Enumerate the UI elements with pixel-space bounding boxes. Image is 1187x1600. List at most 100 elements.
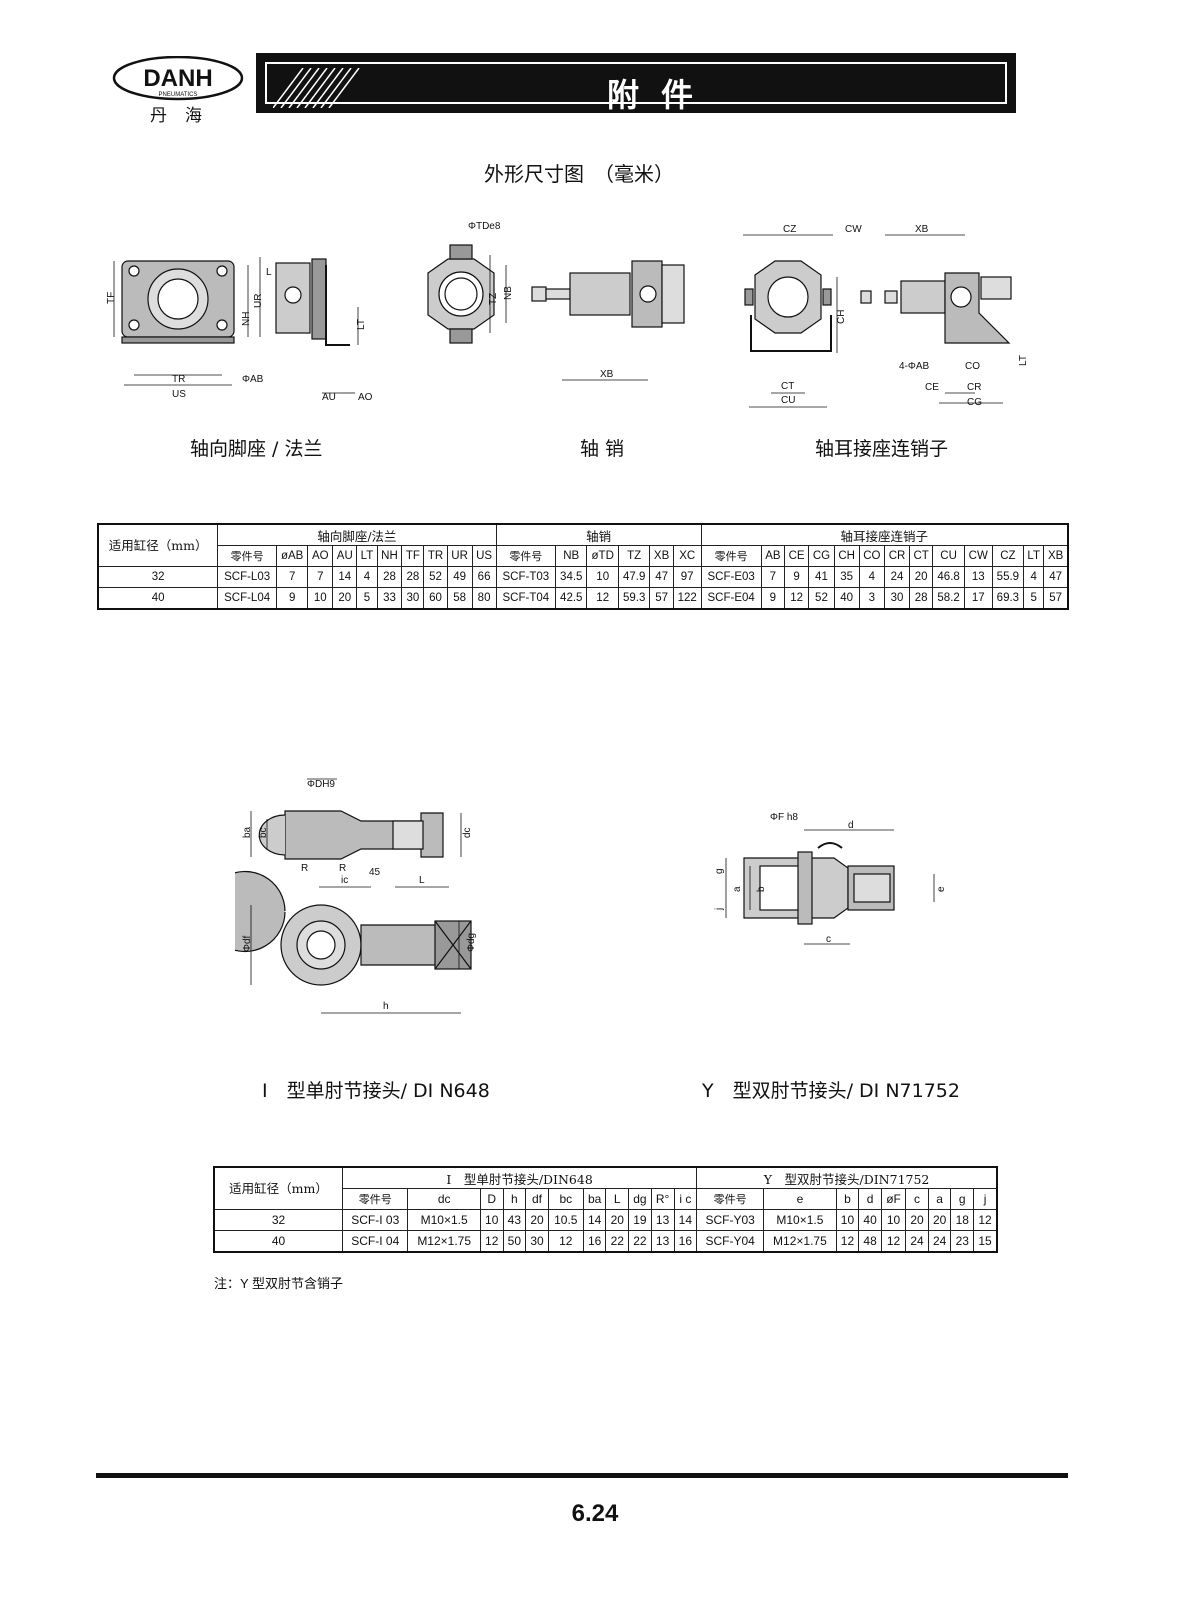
t2-col: ba: [582, 1188, 607, 1210]
table-cell: 19: [628, 1209, 652, 1231]
t2-col: bc: [547, 1188, 584, 1210]
table-cell: 10.5: [547, 1209, 584, 1231]
table-cell: 3: [858, 587, 886, 610]
table-cell: 16: [673, 1230, 698, 1253]
table-cell: 69.3: [991, 587, 1025, 610]
brand-cn: 丹海: [150, 106, 220, 126]
label-df: Φdf: [242, 935, 253, 952]
t2-bore-header: 适用缸径（mm）: [213, 1166, 344, 1210]
table-cell: 50: [502, 1230, 527, 1253]
t2-col: a: [927, 1188, 952, 1210]
t2-col: i c: [673, 1188, 698, 1210]
title-banner: 附件: [256, 53, 1016, 114]
spec-table-1: 适用缸径（mm） 轴向脚座/法兰 轴销 轴耳接座连销子 零件号 øAB AO A…: [97, 523, 1069, 610]
t1-group-flange: 轴向脚座/法兰: [217, 523, 497, 546]
label-nh: NH: [241, 312, 252, 326]
t2-col: dc: [407, 1188, 481, 1210]
label-tf: TF: [106, 292, 117, 304]
table-cell: 7: [275, 566, 309, 588]
t1-col: TF: [401, 545, 425, 567]
table-cell: 66: [471, 566, 497, 588]
t1-col: CT: [908, 545, 934, 567]
table-cell: 22: [605, 1230, 630, 1253]
table-cell: SCF-Y03: [696, 1209, 765, 1231]
caption-pin: 轴 销: [580, 438, 625, 460]
table-cell: 20: [525, 1209, 549, 1231]
t1-col: AO: [307, 545, 334, 567]
label-dg: Φdg: [466, 933, 477, 952]
table-cell: 52: [808, 587, 835, 610]
label-g: g: [714, 868, 725, 874]
table-cell: 9: [784, 566, 810, 588]
t1-col: CO: [858, 545, 886, 567]
table-cell: 12: [586, 587, 619, 610]
caption-clevis: 轴耳接座连销子: [815, 438, 949, 460]
t2-col: h: [502, 1188, 527, 1210]
t2-group-y: Y 型双肘节接头/DIN71752: [696, 1166, 998, 1189]
spec-table-2: 适用缸径（mm） I 型单肘节接头/DIN648 Y 型双肘节接头/DIN717…: [213, 1166, 998, 1253]
t1-col: US: [471, 545, 497, 567]
t2-col: øF: [880, 1188, 907, 1210]
label-j: j: [714, 908, 725, 911]
t1-col: CU: [932, 545, 965, 567]
table-cell: 20: [908, 566, 934, 588]
table-cell: 97: [672, 566, 702, 588]
label-lt: LT: [356, 319, 367, 330]
table-cell: 17: [963, 587, 993, 610]
label-ce: CE: [925, 382, 939, 393]
t2-col: L: [605, 1188, 630, 1210]
t1-col: CW: [963, 545, 993, 567]
label-h: h: [383, 1001, 389, 1012]
table-cell: 10: [835, 1209, 860, 1231]
label-ba: ba: [242, 826, 253, 838]
label-dh: ΦDH9: [307, 779, 335, 790]
footnote: 注：Y 型双肘节含销子: [214, 1276, 344, 1291]
table-cell: 13: [963, 566, 993, 588]
label-nb: NB: [503, 286, 514, 300]
table-cell: SCF-T04: [495, 587, 557, 610]
table-cell: 47.9: [617, 566, 651, 588]
t2-col: 零件号: [696, 1188, 765, 1210]
t2-col: 零件号: [342, 1188, 409, 1210]
table-cell: 41: [808, 566, 835, 588]
t1-col: AU: [332, 545, 358, 567]
table-cell: 9: [760, 587, 786, 610]
t1-col: CE: [784, 545, 810, 567]
table-cell: 35: [833, 566, 860, 588]
table-cell: 47: [649, 566, 674, 588]
table-cell: 18: [950, 1209, 975, 1231]
flange-drawing: TF NH UR LT TR ΦAB US AU AO L: [106, 257, 373, 403]
table-cell: 14: [673, 1209, 698, 1231]
table-cell: 59.3: [617, 587, 651, 610]
table-cell: 32: [213, 1209, 344, 1231]
i-type-drawing: ΦDH9 ba bc dc R R ic 45 L Φdf Φdg h: [235, 778, 477, 1014]
table-cell: 4: [1023, 566, 1045, 588]
t2-col: g: [950, 1188, 975, 1210]
label-td: ΦTDe8: [468, 221, 501, 232]
table-cell: M12×1.75: [763, 1230, 837, 1253]
t1-col: NH: [376, 545, 403, 567]
label-ao: AO: [358, 392, 373, 403]
t2-col: j: [973, 1188, 998, 1210]
table-cell: 20: [927, 1209, 952, 1231]
table-cell: 43: [502, 1209, 527, 1231]
t2-col: dg: [628, 1188, 652, 1210]
t1-col: UR: [446, 545, 473, 567]
label-ab: ΦAB: [242, 374, 264, 385]
table-cell: 23: [950, 1230, 975, 1253]
table-cell: SCF-T03: [495, 566, 557, 588]
table-cell: 60: [423, 587, 448, 610]
label-l: L: [266, 267, 272, 278]
table-cell: 10: [479, 1209, 504, 1231]
table-cell: 12: [880, 1230, 907, 1253]
t2-group-i: I 型单肘节接头/DIN648: [342, 1166, 698, 1189]
table-cell: SCF-I 04: [342, 1230, 409, 1253]
table-cell: 13: [650, 1230, 675, 1253]
table-cell: SCF-L04: [217, 587, 277, 610]
t1-col: AB: [760, 545, 786, 567]
t2-col: d: [858, 1188, 882, 1210]
t1-col: TZ: [617, 545, 651, 567]
table-cell: 12: [784, 587, 810, 610]
label-r2: R: [339, 863, 346, 874]
